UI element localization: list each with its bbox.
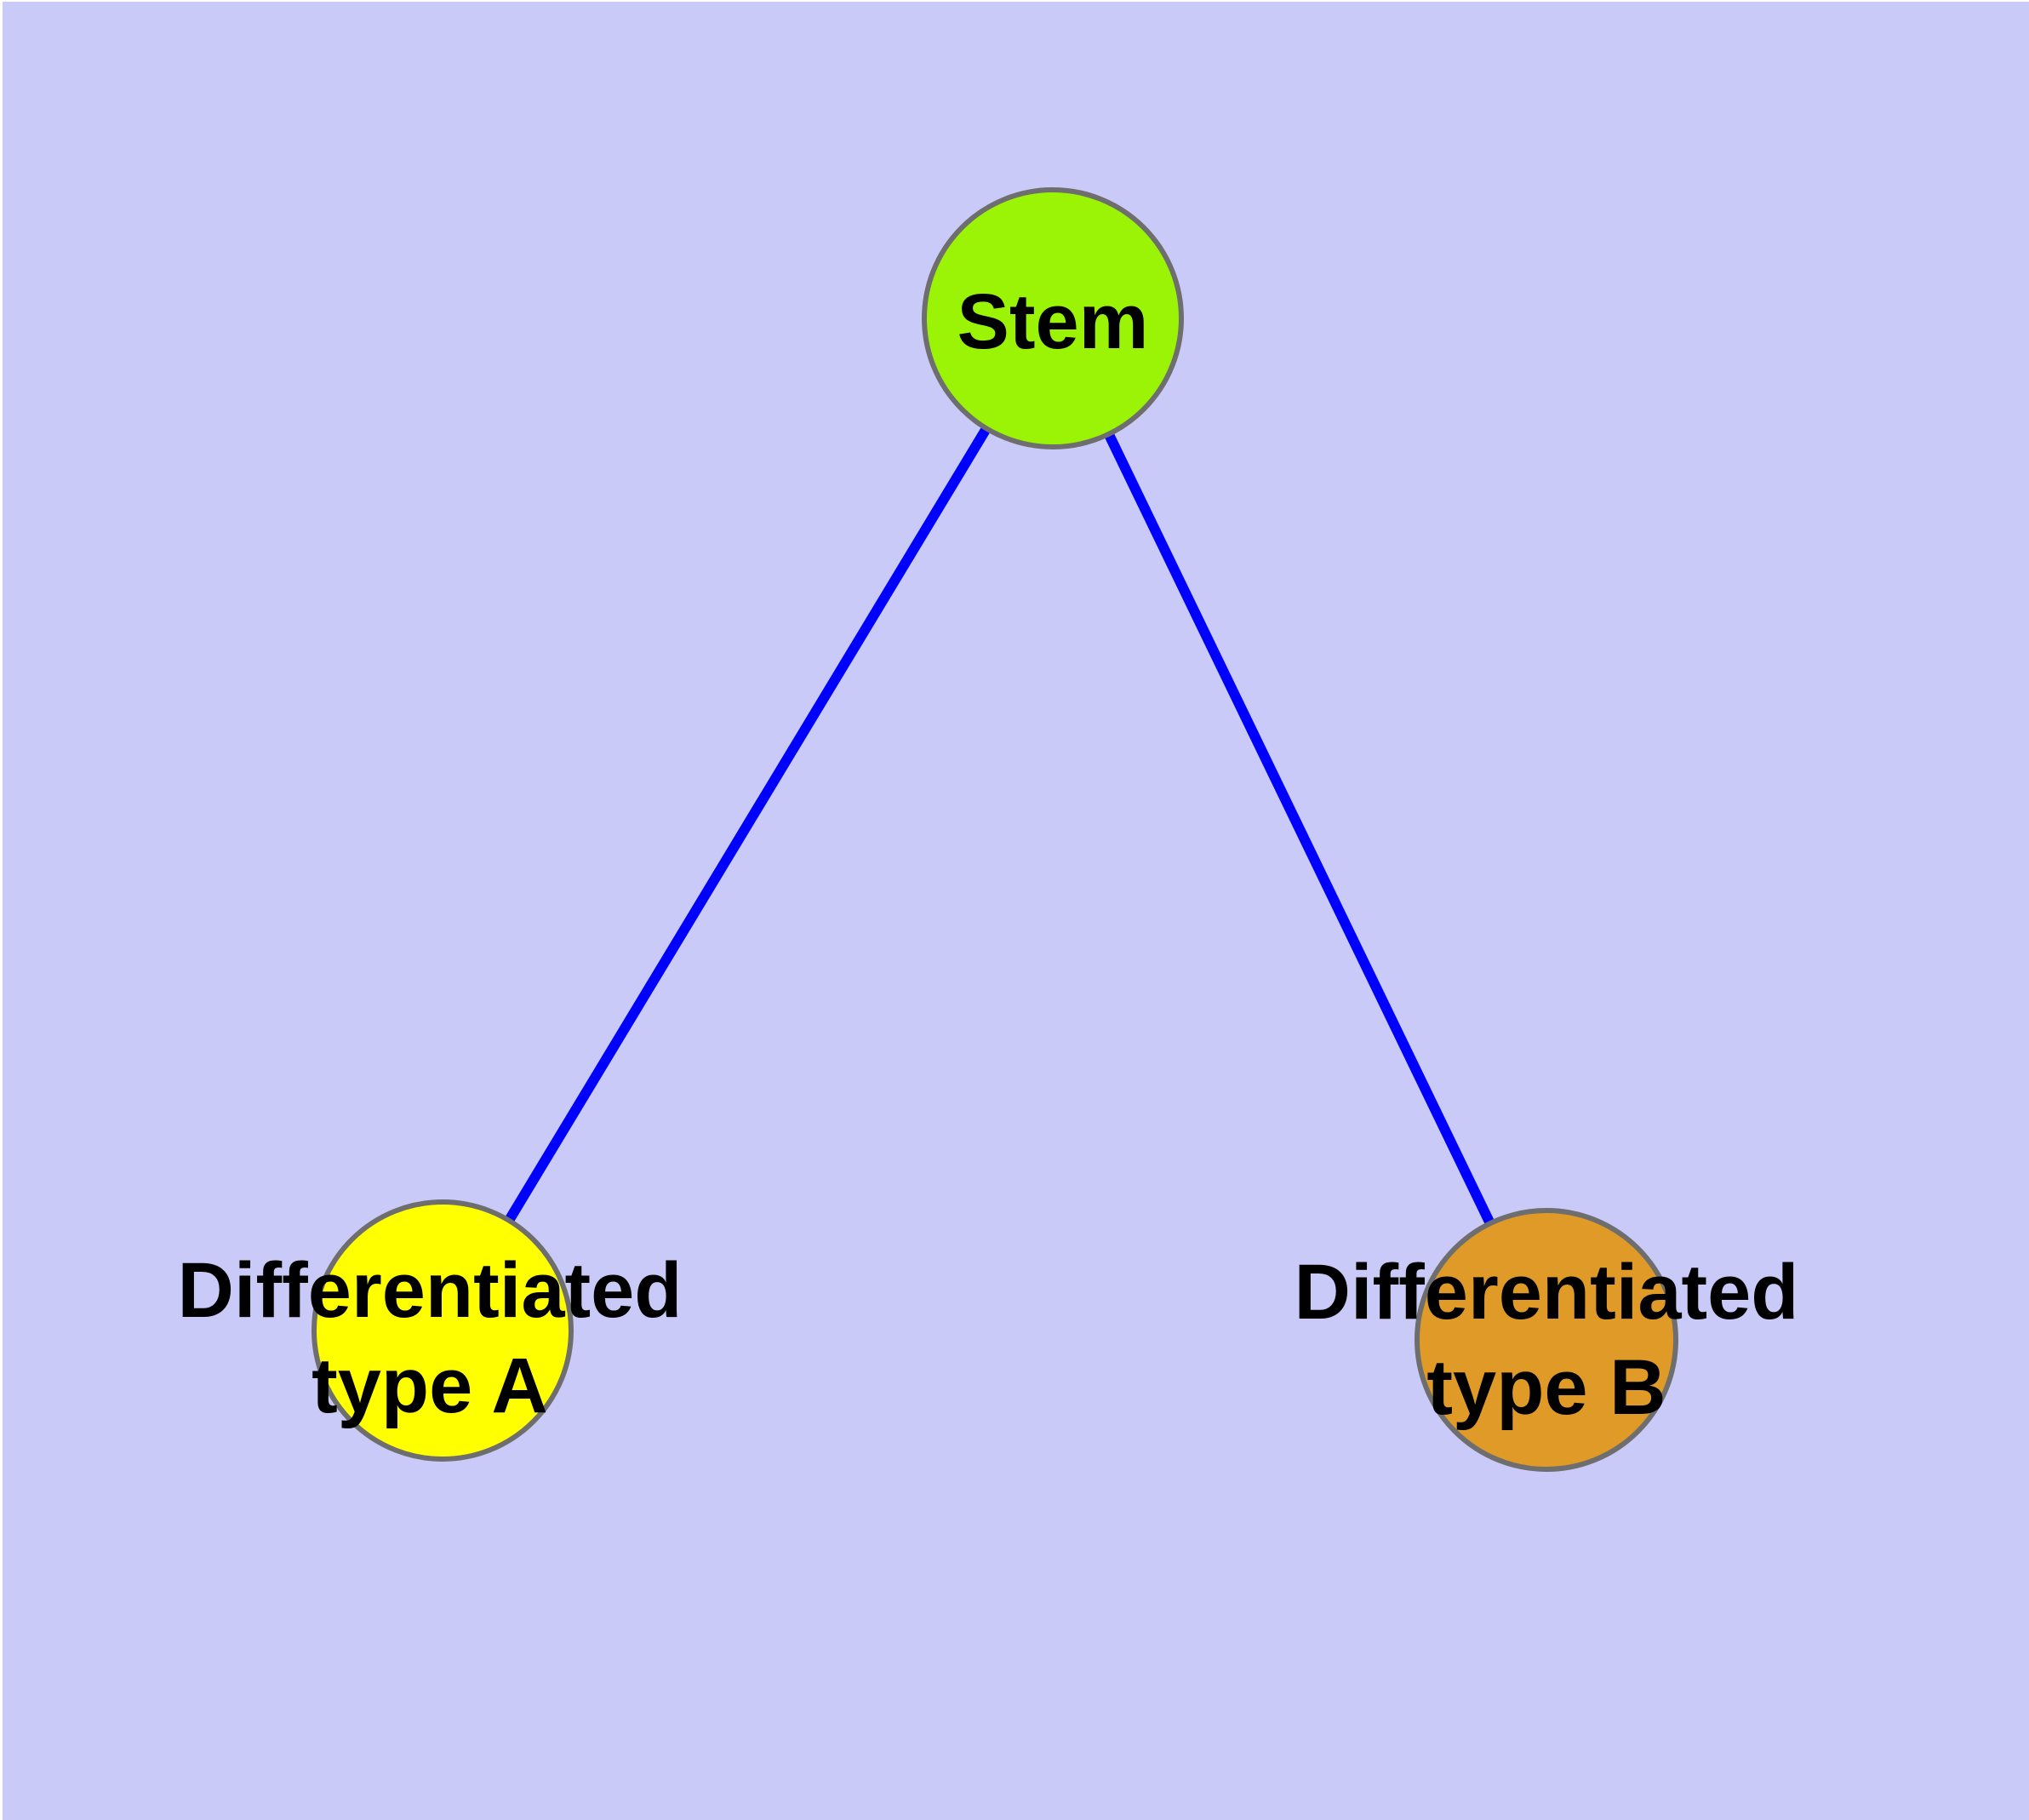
node-type-b-label-line2: type B: [1426, 1344, 1666, 1431]
node-type-a-label-line2: type A: [311, 1342, 548, 1429]
node-stem-label: Stem: [957, 278, 1149, 365]
node-type-b-circle: [1415, 1208, 1678, 1472]
edge-stem-to-type-a: [437, 315, 1058, 1334]
node-type-a-label: Differentiated type A: [178, 1243, 683, 1434]
edge-stem-to-type-b: [1048, 316, 1552, 1342]
node-type-b-label-line1: Differentiated: [1294, 1249, 1799, 1336]
node-type-a-circle: [311, 1199, 574, 1462]
node-type-b-label: Differentiated type B: [1295, 1245, 1799, 1435]
node-stem-circle: [922, 187, 1184, 449]
node-type-a-label-line1: Differentiated: [177, 1247, 683, 1334]
